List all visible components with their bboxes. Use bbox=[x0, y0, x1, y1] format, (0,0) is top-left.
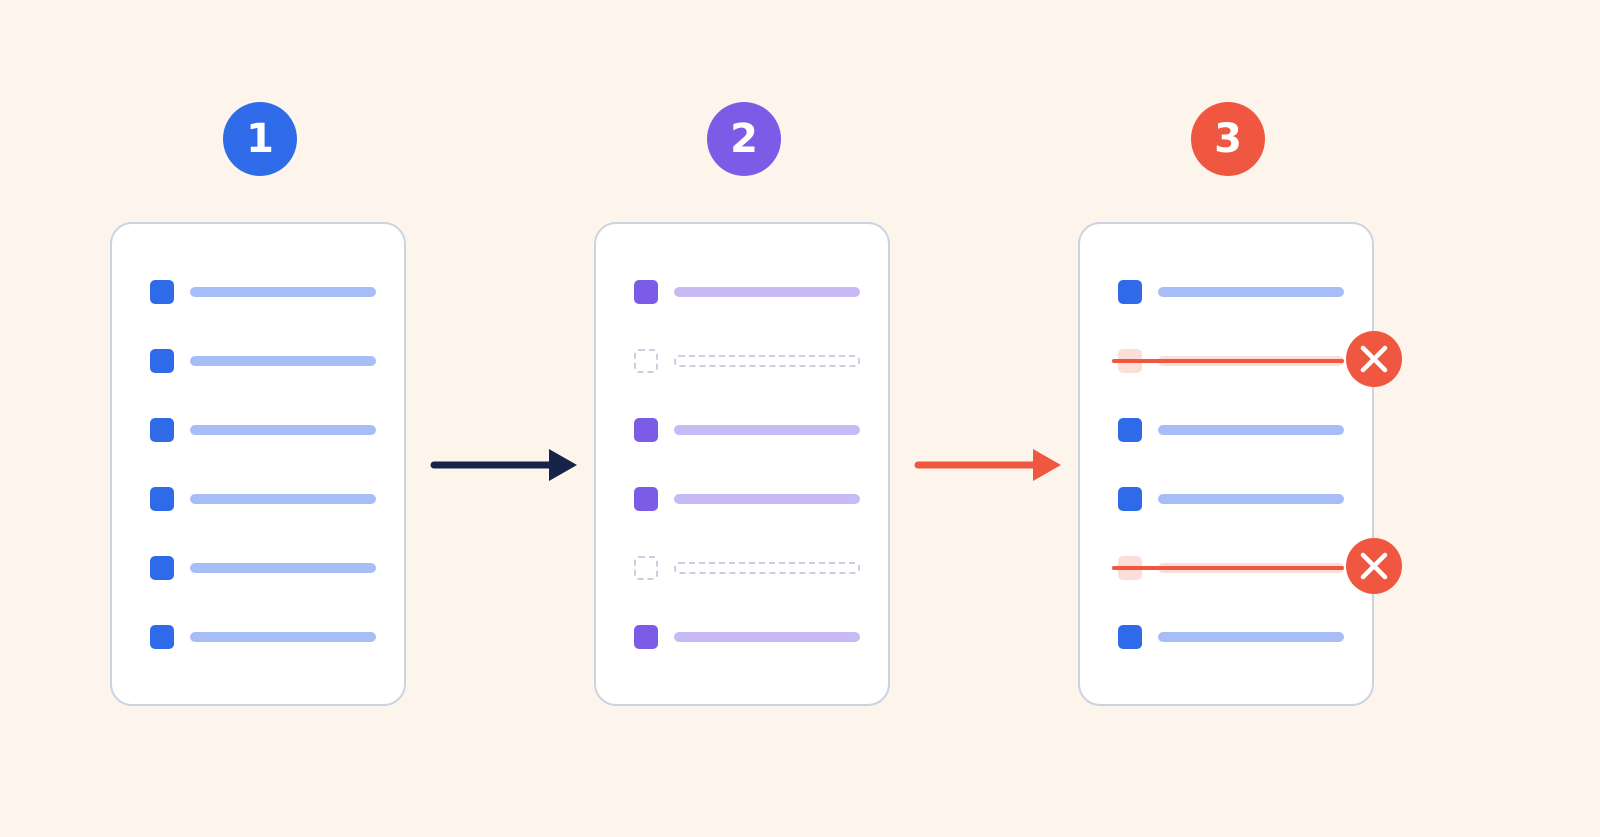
item-checkbox bbox=[634, 556, 658, 580]
step-3-badge: 3 bbox=[1191, 102, 1265, 176]
item-checkbox bbox=[634, 280, 658, 304]
list-item bbox=[1118, 279, 1344, 305]
list-item bbox=[634, 624, 860, 650]
list-item bbox=[1118, 624, 1344, 650]
item-checkbox bbox=[150, 556, 174, 580]
list-item bbox=[634, 486, 860, 512]
item-checkbox bbox=[1118, 625, 1142, 649]
strikethrough-line bbox=[1112, 359, 1344, 363]
item-text-placeholder bbox=[674, 425, 860, 435]
list-item-removed bbox=[634, 348, 860, 374]
list-item bbox=[150, 417, 376, 443]
arrow-right-icon bbox=[430, 449, 577, 481]
item-checkbox bbox=[150, 487, 174, 511]
item-text-placeholder bbox=[190, 563, 376, 573]
item-checkbox bbox=[634, 487, 658, 511]
item-text-placeholder bbox=[190, 632, 376, 642]
panel-step-1 bbox=[110, 222, 406, 706]
item-checkbox bbox=[1118, 418, 1142, 442]
item-checkbox bbox=[150, 280, 174, 304]
item-checkbox bbox=[1118, 280, 1142, 304]
step-2-badge: 2 bbox=[707, 102, 781, 176]
list-item bbox=[150, 486, 376, 512]
list-item bbox=[634, 279, 860, 305]
panel-step-2 bbox=[594, 222, 890, 706]
step-1-badge: 1 bbox=[223, 102, 297, 176]
list-item-error bbox=[1112, 555, 1344, 581]
item-text-placeholder bbox=[674, 494, 860, 504]
item-text-placeholder bbox=[1158, 494, 1344, 504]
list-item bbox=[1118, 486, 1344, 512]
arrow-right-icon bbox=[914, 449, 1061, 481]
list-item bbox=[1118, 417, 1344, 443]
item-text-placeholder bbox=[190, 494, 376, 504]
item-checkbox bbox=[634, 625, 658, 649]
item-checkbox bbox=[150, 349, 174, 373]
list-item bbox=[150, 555, 376, 581]
list-item-removed bbox=[634, 555, 860, 581]
item-text-placeholder bbox=[674, 355, 860, 367]
item-text-placeholder bbox=[190, 287, 376, 297]
item-text-placeholder bbox=[190, 356, 376, 366]
item-text-placeholder bbox=[674, 632, 860, 642]
item-checkbox bbox=[634, 418, 658, 442]
list-item bbox=[634, 417, 860, 443]
close-icon bbox=[1346, 331, 1402, 387]
list-item-error bbox=[1112, 348, 1344, 374]
item-text-placeholder bbox=[1158, 425, 1344, 435]
list-item bbox=[150, 624, 376, 650]
item-checkbox bbox=[634, 349, 658, 373]
strikethrough-line bbox=[1112, 566, 1344, 570]
item-text-placeholder bbox=[1158, 632, 1344, 642]
panel-step-3 bbox=[1078, 222, 1374, 706]
item-text-placeholder bbox=[190, 425, 376, 435]
item-text-placeholder bbox=[674, 562, 860, 574]
item-text-placeholder bbox=[1158, 287, 1344, 297]
item-text-placeholder bbox=[674, 287, 860, 297]
item-checkbox bbox=[150, 625, 174, 649]
list-item bbox=[150, 348, 376, 374]
close-icon bbox=[1346, 538, 1402, 594]
list-item bbox=[150, 279, 376, 305]
item-checkbox bbox=[150, 418, 174, 442]
item-checkbox bbox=[1118, 487, 1142, 511]
